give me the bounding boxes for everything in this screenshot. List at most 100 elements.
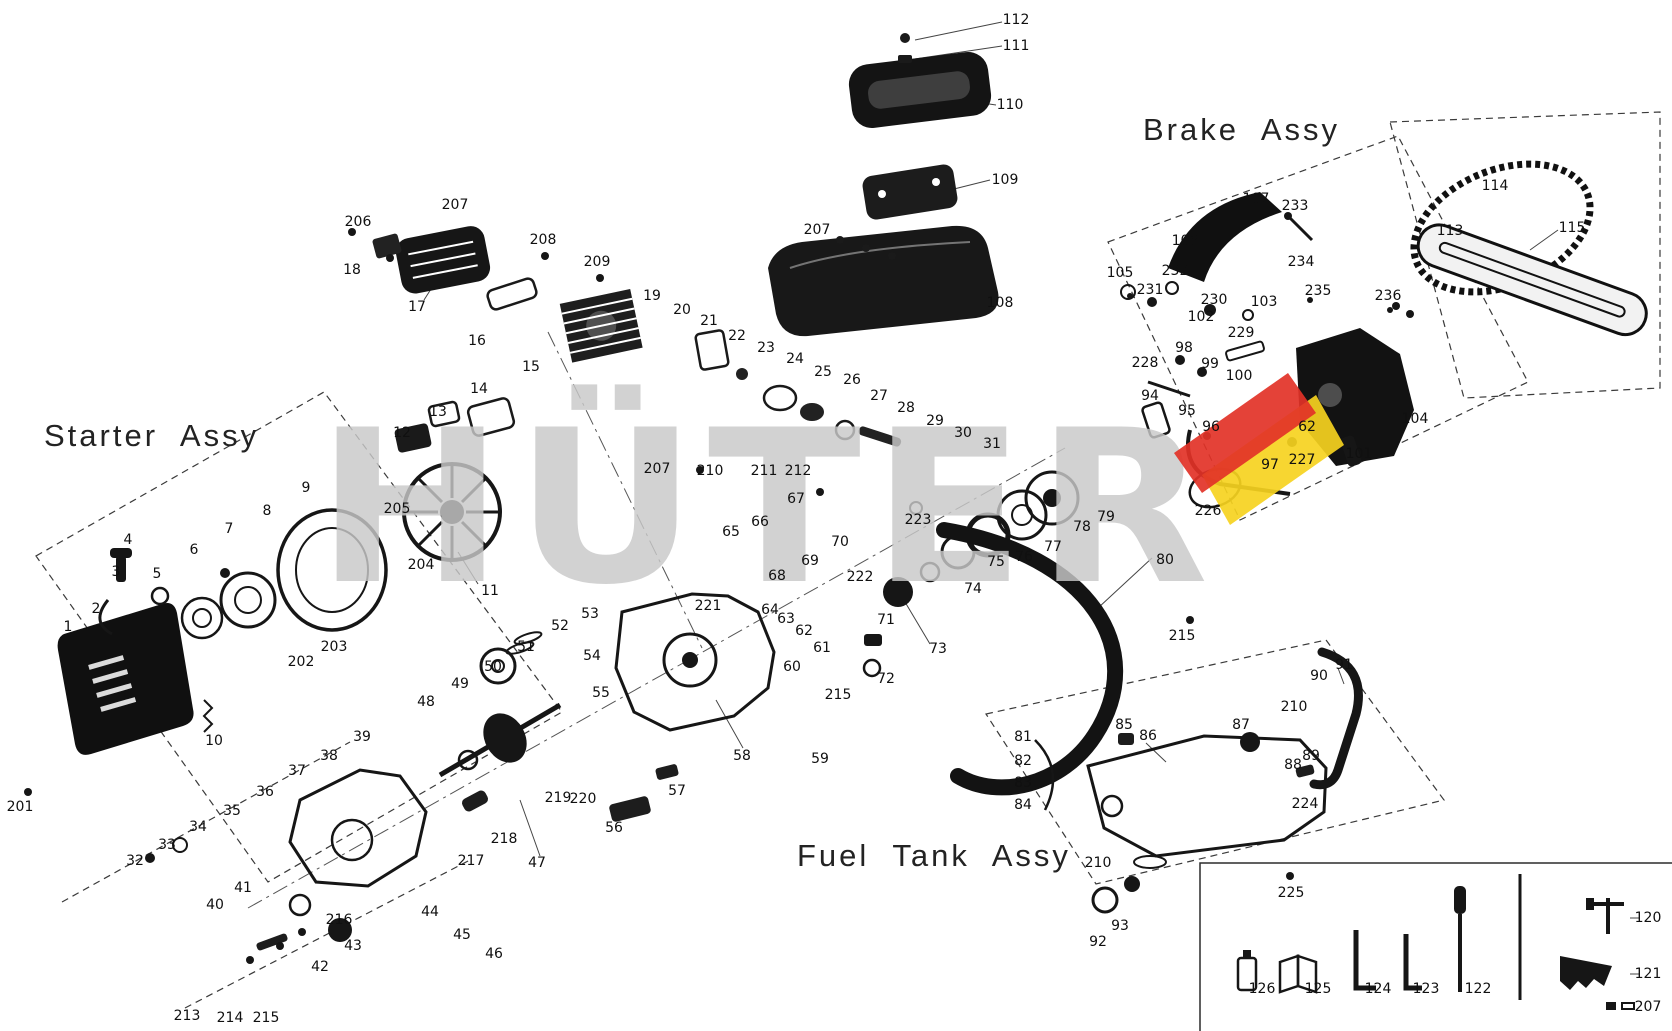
part-number-label: 70 — [831, 534, 849, 550]
part-number-label: 25 — [814, 364, 832, 380]
part-number-label: 207 — [643, 461, 671, 477]
part-number-label: 17 — [408, 299, 426, 315]
part-number-label: 4 — [123, 532, 133, 548]
part-number-label: 205 — [383, 501, 411, 517]
part-number-label: 215 — [824, 687, 852, 703]
part-number-label: 48 — [417, 694, 435, 710]
part-number-label: 20 — [673, 302, 691, 318]
part-number-label: 19 — [643, 288, 661, 304]
part-number-label: 5 — [152, 566, 162, 582]
part-number-label: 110 — [996, 97, 1024, 113]
part-number-label: 210 — [1280, 699, 1308, 715]
part-number-label: 114 — [1481, 178, 1509, 194]
part-number-label: 223 — [904, 512, 932, 528]
part-number-label: 74 — [964, 581, 982, 597]
logo-accent-red — [1174, 373, 1316, 493]
crankcase-half-shape — [288, 768, 428, 888]
primer-hose-shape — [1034, 739, 1055, 811]
part-number-label: 10 — [205, 733, 223, 749]
part-number-label: 56 — [605, 820, 623, 836]
part-number-label: 39 — [353, 729, 371, 745]
part-number-label: 82 — [1014, 753, 1032, 769]
engine-top-cover-shape — [768, 225, 999, 337]
part-number-label: 124 — [1364, 981, 1392, 997]
part-number-label: 45 — [453, 927, 471, 943]
part-number-label: 46 — [485, 946, 503, 962]
part-number-label: 58 — [733, 748, 751, 764]
part-number-label: 28 — [897, 400, 915, 416]
part-number-label: 102 — [1187, 309, 1215, 325]
part-number-label: 53 — [581, 606, 599, 622]
part-number-label: 72 — [877, 671, 895, 687]
part-number-label: 50 — [484, 659, 502, 675]
part-number-label: 71 — [877, 612, 895, 628]
part-number-label: 52 — [551, 618, 569, 634]
part-number-label: 35 — [223, 803, 241, 819]
part-number-label: 226 — [1194, 503, 1222, 519]
fan-housing-shape — [276, 508, 388, 632]
part-number-label: 23 — [757, 340, 775, 356]
part-number-label: 62 — [1298, 419, 1316, 435]
piston-shape — [479, 631, 543, 685]
flywheel-shape — [402, 462, 502, 562]
crankshaft-shape — [438, 702, 562, 812]
part-number-label: 214 — [216, 1010, 244, 1026]
part-number-label: 98 — [1175, 340, 1193, 356]
part-number-label: 44 — [421, 904, 439, 920]
part-number-label: 21 — [700, 313, 718, 329]
part-number-label: 113 — [1436, 223, 1464, 239]
part-number-label: 60 — [783, 659, 801, 675]
part-number-label: 103 — [1250, 294, 1278, 310]
part-number-label: 36 — [256, 784, 274, 800]
bar-chain-outline — [1389, 111, 1661, 399]
part-number-label: 236 — [1374, 288, 1402, 304]
worm-gear-shape — [862, 634, 882, 678]
toolkit-chain-guard-shape — [1560, 956, 1612, 990]
crankcase-shape — [614, 592, 776, 732]
bar-nuts-shape — [1392, 302, 1414, 318]
part-number-label: 9 — [301, 480, 311, 496]
part-number-label: 83 — [1014, 775, 1032, 791]
part-number-label: 86 — [1139, 728, 1157, 744]
part-number-label: 43 — [344, 938, 362, 954]
fuel-tank-assy-outline — [985, 639, 1446, 885]
starter-cover-shape — [57, 603, 194, 755]
part-number-label: 54 — [583, 648, 601, 664]
part-number-label: 89 — [1302, 748, 1320, 764]
part-number-label: 29 — [926, 413, 944, 429]
starter-assy-outline-lower-2 — [184, 859, 471, 1009]
part-number-label: 219 — [544, 790, 572, 806]
part-number-label: 108 — [986, 295, 1014, 311]
part-number-label: 222 — [846, 569, 874, 585]
part-number-label: 81 — [1014, 729, 1032, 745]
part-shapes — [24, 33, 1648, 1010]
starter-washer-shape — [150, 586, 170, 606]
part-number-label: 99 — [1201, 356, 1219, 372]
part-number-label: 15 — [522, 359, 540, 375]
part-number-label: 228 — [1131, 355, 1159, 371]
part-number-label: 210 — [696, 463, 724, 479]
front-handle-shape — [936, 522, 1124, 796]
part-number-label: 203 — [320, 639, 348, 655]
part-number-label: 85 — [1115, 717, 1133, 733]
part-number-label: 100 — [1225, 368, 1253, 384]
part-number-label: 227 — [1288, 452, 1316, 468]
toolkit-hex-key-2-shape — [1403, 934, 1422, 991]
toolkit-hex-key-1-shape — [1353, 930, 1376, 991]
part-number-label: 32 — [126, 853, 144, 869]
part-number-label: 206 — [344, 214, 372, 230]
part-number-label: 47 — [528, 855, 546, 871]
part-number-label: 63 — [777, 611, 795, 627]
part-number-label: 95 — [1178, 403, 1196, 419]
part-number-label: 221 — [694, 598, 722, 614]
part-number-label: 217 — [457, 853, 485, 869]
part-number-label: 41 — [234, 880, 252, 896]
part-number-label: 234 — [1287, 254, 1315, 270]
part-number-label: 40 — [206, 897, 224, 913]
part-number-label: 120 — [1634, 910, 1662, 926]
part-number-label: 225 — [1277, 885, 1305, 901]
part-number-label: 75 — [987, 554, 1005, 570]
filter-plate-shape — [862, 164, 958, 220]
part-number-label: 112 — [1002, 12, 1030, 28]
